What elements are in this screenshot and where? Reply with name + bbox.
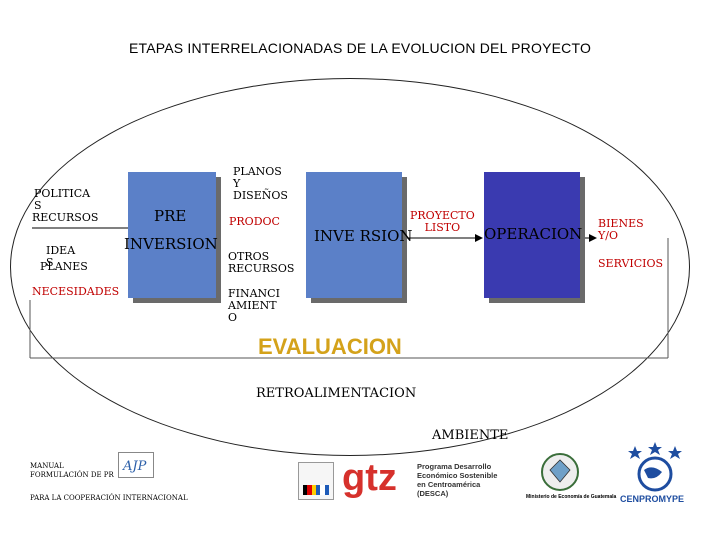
footer-ministerio: Ministerio de Economía de Guatemala: [526, 494, 617, 500]
label-otros-recursos: OTROS RECURSOS: [228, 250, 295, 275]
label-politicas: POLITICA S: [34, 187, 91, 212]
label-recursos: RECURSOS: [32, 211, 99, 224]
coat-of-arms-logo: [298, 462, 334, 500]
footer-manual: MANUAL FORMULACIÓN DE PR: [30, 462, 114, 479]
cenpromype-logo: CENPROMYPE: [620, 494, 685, 504]
label-retroalimentacion: RETROALIMENTACION: [256, 386, 417, 401]
label-operacion: OPERACION: [484, 225, 583, 243]
label-prodoc: PRODOC: [229, 215, 280, 228]
inversion-box: [306, 172, 402, 298]
cenpromype-globe-icon: [620, 440, 690, 492]
diagram-title: ETAPAS INTERRELACIONADAS DE LA EVOLUCION…: [128, 40, 592, 56]
footer-programa: Programa Desarrollo Económico Sostenible…: [417, 462, 498, 498]
label-bienes: BIENES Y/O: [598, 217, 644, 242]
label-planos-disenos: PLANOS Y DISEÑOS: [233, 165, 288, 202]
svg-text:AJP: AJP: [122, 459, 147, 474]
label-pre-inversion: INVERSION: [124, 235, 218, 253]
footer-cooperacion: PARA LA COOPERACIÓN INTERNACIONAL: [30, 494, 188, 502]
gtz-logo: gtz: [342, 457, 397, 499]
label-planes: PLANES: [40, 260, 88, 273]
label-ambiente: AMBIENTE: [432, 428, 509, 443]
operacion-box: [484, 172, 580, 298]
label-proyecto-listo: PROYECTO LISTO: [410, 209, 475, 234]
label-pre: PRE: [154, 207, 187, 225]
label-inversion: INVE RSION: [314, 227, 413, 245]
label-servicios: SERVICIOS: [598, 257, 664, 270]
label-financiamiento: FINANCI AMIENT O: [228, 287, 280, 324]
label-necesidades: NECESIDADES: [32, 285, 120, 298]
environment-ellipse: [10, 78, 690, 456]
ajp-logo: AJP: [118, 452, 154, 478]
pre-inversion-box: [128, 172, 216, 298]
label-evaluacion: EVALUACION: [258, 334, 402, 359]
ministerio-emblem-icon: [530, 450, 590, 494]
label-ideas: IDEA S: [46, 244, 76, 269]
